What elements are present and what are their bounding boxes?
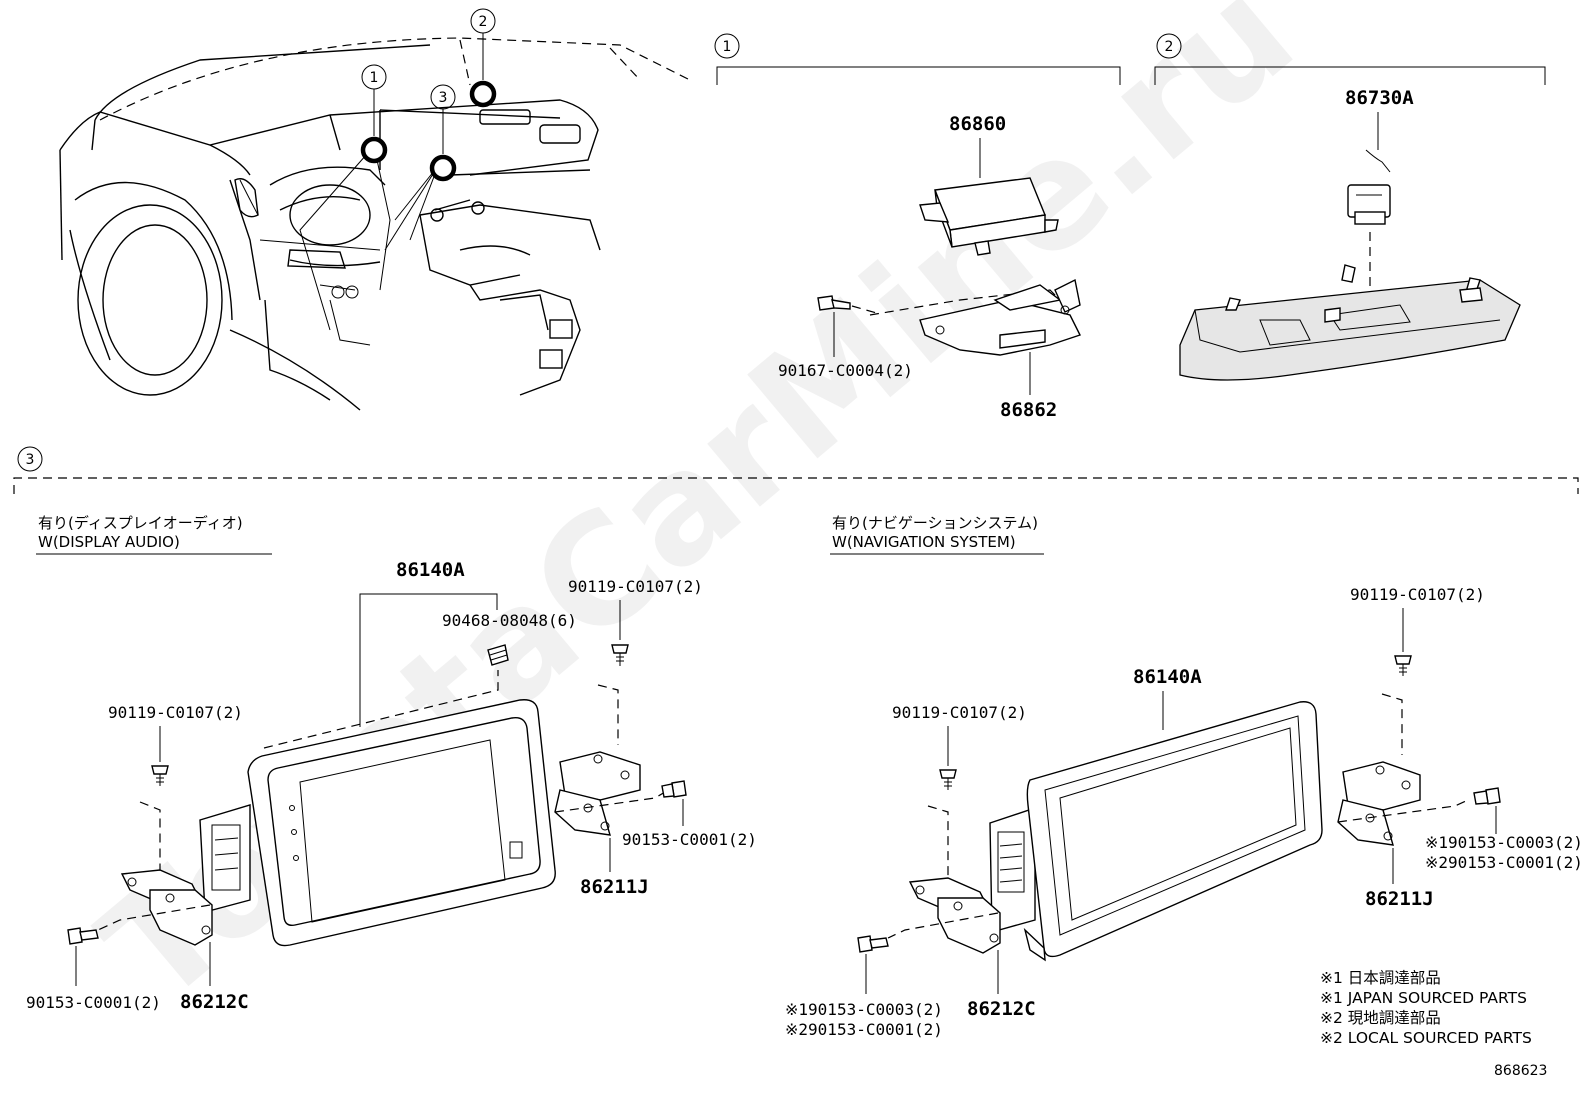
camera-unit [1347, 149, 1391, 300]
section-3-left: 有り(ディスプレイオーディオ) W(DISPLAY AUDIO) 86140A … [26, 514, 757, 1013]
computer-bracket [869, 278, 1081, 356]
bracket-86211J-left-group [554, 751, 641, 836]
part-label-90153-left: 90153-C0001(2) [26, 993, 161, 1012]
part-label-86140A: 86140A [1133, 666, 1202, 688]
diagram-code: 868623 [1494, 1063, 1547, 1079]
part-label-86862: 86862 [1000, 399, 1057, 421]
part-label-86860: 86860 [949, 113, 1006, 135]
bolt-90153-right [661, 780, 687, 798]
callout-number: 3 [439, 90, 448, 106]
section-2: 2 86730A [1154, 33, 1546, 381]
overview-callout-3: 3 [429, 84, 457, 182]
section-marker: 3 [26, 452, 35, 468]
navigation-display-unit [989, 701, 1323, 962]
section-marker: 1 [723, 39, 732, 55]
sourcing-legend: ※1 日本調達部品 ※1 JAPAN SOURCED PARTS ※2 現地調達… [1320, 969, 1532, 1047]
screw-90119-right [1394, 655, 1412, 676]
overhead-console [1179, 264, 1521, 381]
legend-line-1: ※1 日本調達部品 [1320, 969, 1441, 987]
clip-90468 [487, 644, 509, 666]
callout-number: 2 [479, 14, 488, 30]
part-label-90153-right: 90153-C0001(2) [622, 830, 757, 849]
part-label-86140A: 86140A [396, 559, 465, 581]
callout-number: 1 [370, 70, 379, 86]
bracket-86212C-right-group [908, 877, 1001, 954]
bolt-90153-left [857, 935, 889, 953]
caption-jp: 有り(ディスプレイオーディオ) [38, 514, 243, 532]
caption-jp: 有り(ナビゲーションシステム) [832, 514, 1038, 532]
part-label-86730A: 86730A [1345, 87, 1414, 109]
part-label-90153-right-1: ※190153-C0003(2) [1425, 833, 1583, 852]
caption-en: W(NAVIGATION SYSTEM) [832, 533, 1016, 551]
part-label-90119-right: 90119-C0107(2) [568, 577, 703, 596]
section-3-header: 3 [13, 446, 1579, 494]
overview-callout-1: 1 [360, 64, 388, 164]
part-label-86212C: 86212C [180, 991, 249, 1013]
airbag-computer [919, 177, 1059, 256]
part-label-86212C: 86212C [967, 998, 1036, 1020]
vehicle-overview [59, 37, 691, 411]
part-label-86211J: 86211J [1365, 888, 1434, 910]
section-3-right: 有り(ナビゲーションシステム) W(NAVIGATION SYSTEM) 861… [785, 514, 1583, 1039]
caption-en: W(DISPLAY AUDIO) [38, 533, 180, 551]
part-label-90119-left: 90119-C0107(2) [892, 703, 1027, 722]
section-1: 1 86860 90167-C0004 [714, 33, 1121, 421]
legend-line-4: ※2 LOCAL SOURCED PARTS [1320, 1029, 1532, 1047]
bracket-86211J-right-group [1337, 761, 1421, 846]
legend-line-2: ※1 JAPAN SOURCED PARTS [1320, 989, 1527, 1007]
part-label-90468: 90468-08048(6) [442, 611, 577, 630]
legend-line-3: ※2 現地調達部品 [1320, 1009, 1441, 1027]
part-label-90153-left-1: ※190153-C0003(2) [785, 1000, 943, 1019]
part-label-86211J: 86211J [580, 876, 649, 898]
display-audio-unit [199, 699, 556, 947]
part-label-90119-right: 90119-C0107(2) [1350, 585, 1485, 604]
part-label-90167: 90167-C0004(2) [778, 361, 913, 380]
bracket-86212C-left-group [120, 869, 213, 946]
screw-90119-left [151, 765, 169, 786]
part-label-90119-left: 90119-C0107(2) [108, 703, 243, 722]
overview-callout-2: 2 [469, 8, 497, 108]
bolt-90153-left [67, 927, 99, 945]
screw-90119-right [611, 644, 629, 666]
bolt-90167 [817, 295, 881, 315]
bolt-90153-right [1473, 787, 1501, 805]
part-label-90153-right-2: ※290153-C0001(2) [1425, 853, 1583, 872]
screw-90119-left [939, 769, 957, 790]
part-label-90153-left-2: ※290153-C0001(2) [785, 1020, 943, 1039]
section-marker: 2 [1165, 39, 1174, 55]
